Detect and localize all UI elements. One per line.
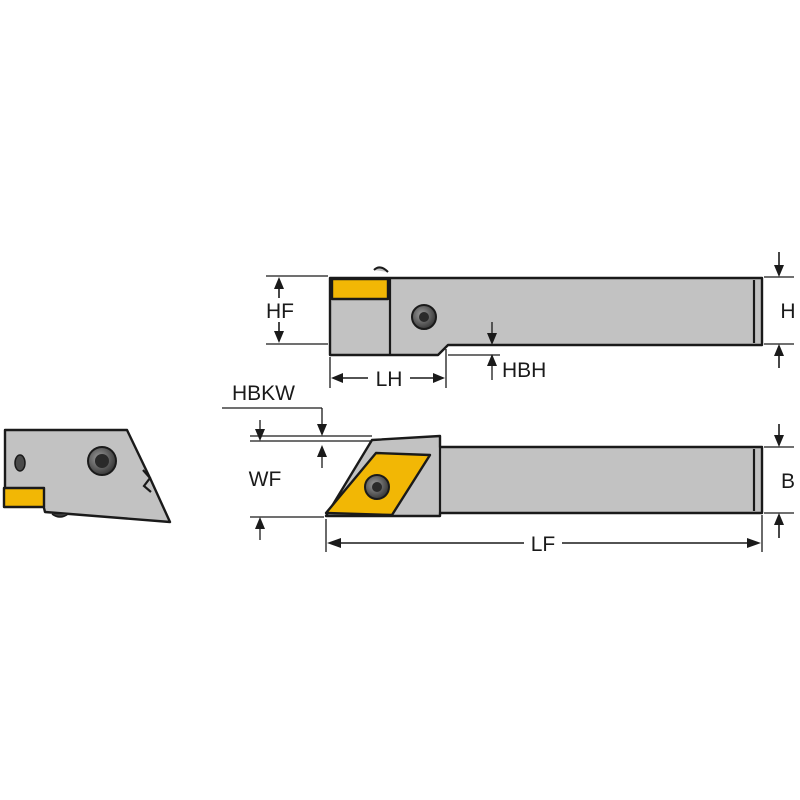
dim-lf: LF [325,515,763,556]
label-wf: WF [249,468,282,491]
end-view-body [3,428,172,524]
side-view-shank [328,276,764,357]
top-view-shank [324,434,764,518]
dim-h: H [764,252,796,368]
label-h: H [780,300,795,323]
end-view-clamp-foot [51,513,69,518]
top-view [324,434,764,518]
label-hf: HF [266,300,294,323]
dim-hbkw: HBKW [222,382,372,468]
top-view-screw-icon [364,474,390,500]
dim-hf: HF [262,275,328,345]
label-lh: LH [376,368,403,391]
end-view [2,428,172,524]
break-line [142,469,152,493]
label-lf: LF [531,533,556,556]
end-view-insert [2,486,46,509]
end-view-screw-icon [87,446,117,476]
label-hbkw: HBKW [232,382,295,405]
dim-hbh: HBH [448,322,546,382]
side-view-screw-icon [411,304,437,330]
dim-b: B [764,424,795,538]
end-view-hole [14,454,26,472]
side-view-insert [330,277,390,301]
side-view-seat-notch [373,266,389,273]
label-hbh: HBH [502,359,546,382]
label-b: B [781,470,795,493]
dim-wf: WF [249,420,324,540]
dim-lh: LH [329,349,447,391]
side-view [328,266,764,357]
